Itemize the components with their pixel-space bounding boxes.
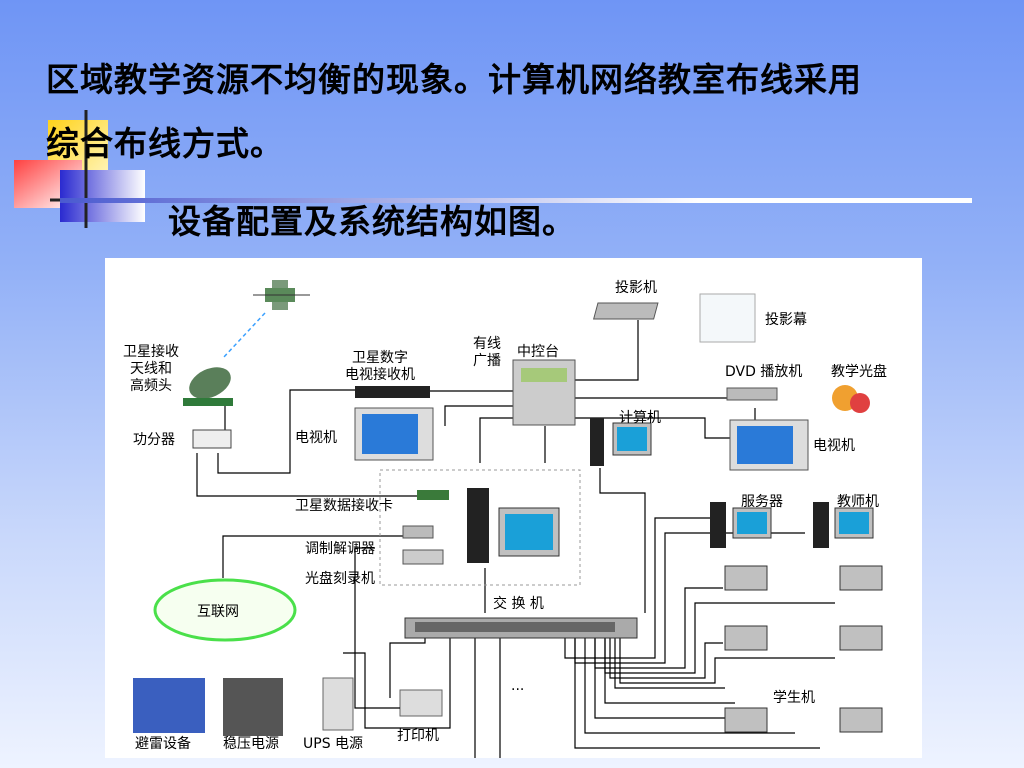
label-teacher-pc: 教师机	[837, 494, 879, 510]
satellite-icon	[253, 280, 310, 310]
regulator-icon	[223, 678, 283, 736]
sat-receiver-box	[355, 386, 430, 398]
label-internet: 互联网	[197, 604, 239, 620]
switch-icon	[404, 617, 638, 639]
pc-group-box	[379, 469, 581, 586]
label-ups: UPS 电源	[303, 736, 364, 752]
subtitle: 设备配置及系统结构如图。	[168, 202, 576, 241]
label-wired-broadcast: 有线广播	[473, 336, 501, 369]
internet-cloud-icon	[153, 578, 297, 642]
dvd-player-icon	[726, 387, 778, 401]
student-pcs	[724, 565, 883, 733]
title-rule	[60, 198, 972, 203]
label-server: 服务器	[741, 494, 783, 510]
label-lightning: 避雷设备	[135, 736, 191, 752]
projector-icon	[593, 302, 659, 320]
ups-icon	[322, 677, 354, 731]
label-regulator: 稳压电源	[223, 736, 279, 752]
label-splitter: 功分器	[133, 432, 175, 448]
network-diagram: 卫星接收天线和高频头 功分器 卫星数字电视接收机 电视机 有线广播 中控台 投影…	[105, 258, 922, 758]
tv-icon-2	[729, 419, 809, 471]
main-pc-icon	[467, 488, 560, 563]
diagram-drawing	[133, 280, 883, 758]
label-ellipsis: ...	[511, 678, 525, 694]
body-paragraph: 区域教学资源不均衡的现象。计算机网络教室布线采用 综合布线方式。	[46, 48, 1006, 176]
tv-icon-1	[354, 407, 434, 461]
sat-data-card-icon	[417, 490, 449, 500]
modem-icon	[402, 525, 434, 539]
label-cd-burner: 光盘刻录机	[305, 571, 375, 587]
label-computer: 计算机	[619, 410, 661, 426]
printer-icon	[399, 689, 443, 717]
connection-lines	[196, 320, 835, 758]
label-printer: 打印机	[397, 728, 439, 744]
lightning-device-icon	[133, 678, 205, 733]
teacher-pc-icon	[813, 502, 874, 548]
label-sat-tv-receiver: 卫星数字电视接收机	[345, 350, 415, 383]
paragraph-line-1: 区域教学资源不均衡的现象。计算机网络教室布线采用	[46, 60, 862, 99]
computer-icon	[590, 418, 652, 466]
label-student-pc: 学生机	[773, 690, 815, 706]
label-projector: 投影机	[615, 280, 657, 296]
label-sat-data-card: 卫星数据接收卡	[295, 498, 393, 514]
label-tv1: 电视机	[295, 430, 337, 446]
central-console-icon	[512, 359, 576, 426]
label-modem: 调制解调器	[305, 541, 375, 557]
splitter-box	[192, 429, 232, 449]
label-central-console: 中控台	[517, 344, 559, 360]
label-dvd: DVD 播放机	[725, 364, 803, 380]
cd-burner-icon	[402, 549, 444, 565]
projection-screen-icon	[699, 293, 756, 343]
label-tv2: 电视机	[813, 438, 855, 454]
label-switch: 交 换 机	[493, 596, 544, 612]
satellite-dish-icon	[183, 367, 233, 406]
server-icon	[710, 502, 772, 548]
label-screen: 投影幕	[765, 312, 807, 328]
paragraph-line-2: 综合布线方式。	[46, 124, 284, 163]
label-satellite-antenna: 卫星接收天线和高频头	[123, 344, 179, 394]
label-teaching-disc: 教学光盘	[831, 364, 887, 380]
